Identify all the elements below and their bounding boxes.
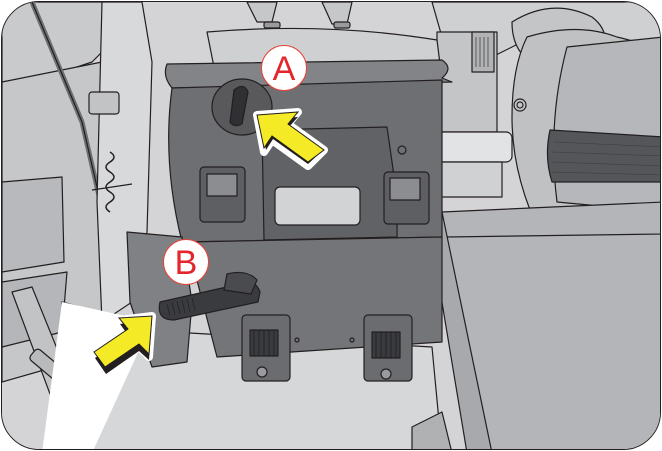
front-seat-cushion [441,201,660,449]
callout-b: B [163,239,209,285]
seat-label-plate [274,186,361,226]
callout-a: A [261,45,307,91]
callout-a-label: A [272,50,296,88]
seat-cushion-release-lever[interactable] [158,271,261,321]
rear-headrests [246,2,353,29]
front-seat [511,7,660,243]
floor-hinge-left [241,314,291,382]
seat-cushion-bottom [158,236,443,382]
floor-hinge-right [363,314,413,382]
arrow-to-lever-a-icon [253,108,328,170]
callout-b-label: B [174,244,198,282]
arrow-to-lever-b-icon [90,312,156,374]
